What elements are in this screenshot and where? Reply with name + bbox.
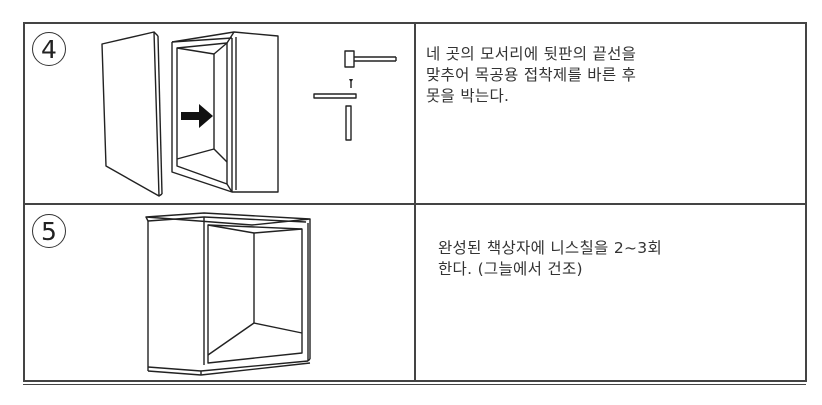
step-4-text-cell: 네 곳의 모서리에 뒷판의 끝선을 맞추어 목공용 접착제를 바른 후 못을 박… xyxy=(416,24,805,203)
step-number: 4 xyxy=(32,32,66,66)
step-4-instructions: 네 곳의 모서리에 뒷판의 끝선을 맞추어 목공용 접착제를 바른 후 못을 박… xyxy=(426,44,636,107)
finished-box-icon xyxy=(145,212,311,376)
cabinet-back-panel-assembly-icon xyxy=(101,31,397,197)
table-border-right xyxy=(805,22,807,382)
step-number: 5 xyxy=(32,214,66,248)
table-border-bottom-double xyxy=(23,384,806,385)
right-arrow-icon xyxy=(181,104,213,128)
instruction-line: 맞추어 목공용 접착제를 바른 후 xyxy=(426,66,637,84)
step-5-image-cell: 5 xyxy=(24,205,414,380)
instruction-line: 네 곳의 모서리에 뒷판의 끝선을 xyxy=(426,45,637,63)
instruction-line: 완성된 책상자에 니스칠을 2~3회 xyxy=(438,239,663,257)
instruction-line: 못을 박는다. xyxy=(426,87,510,105)
instruction-line: 한다. (그늘에서 건조) xyxy=(438,260,583,278)
step-4-image-cell: 4 xyxy=(24,24,414,203)
step-5-instructions: 완성된 책상자에 니스칠을 2~3회 한다. (그늘에서 건조) xyxy=(438,238,662,280)
table-border-left xyxy=(23,22,25,382)
step-5-text-cell: 완성된 책상자에 니스칠을 2~3회 한다. (그늘에서 건조) xyxy=(416,205,805,380)
table-column-divider xyxy=(414,22,416,382)
